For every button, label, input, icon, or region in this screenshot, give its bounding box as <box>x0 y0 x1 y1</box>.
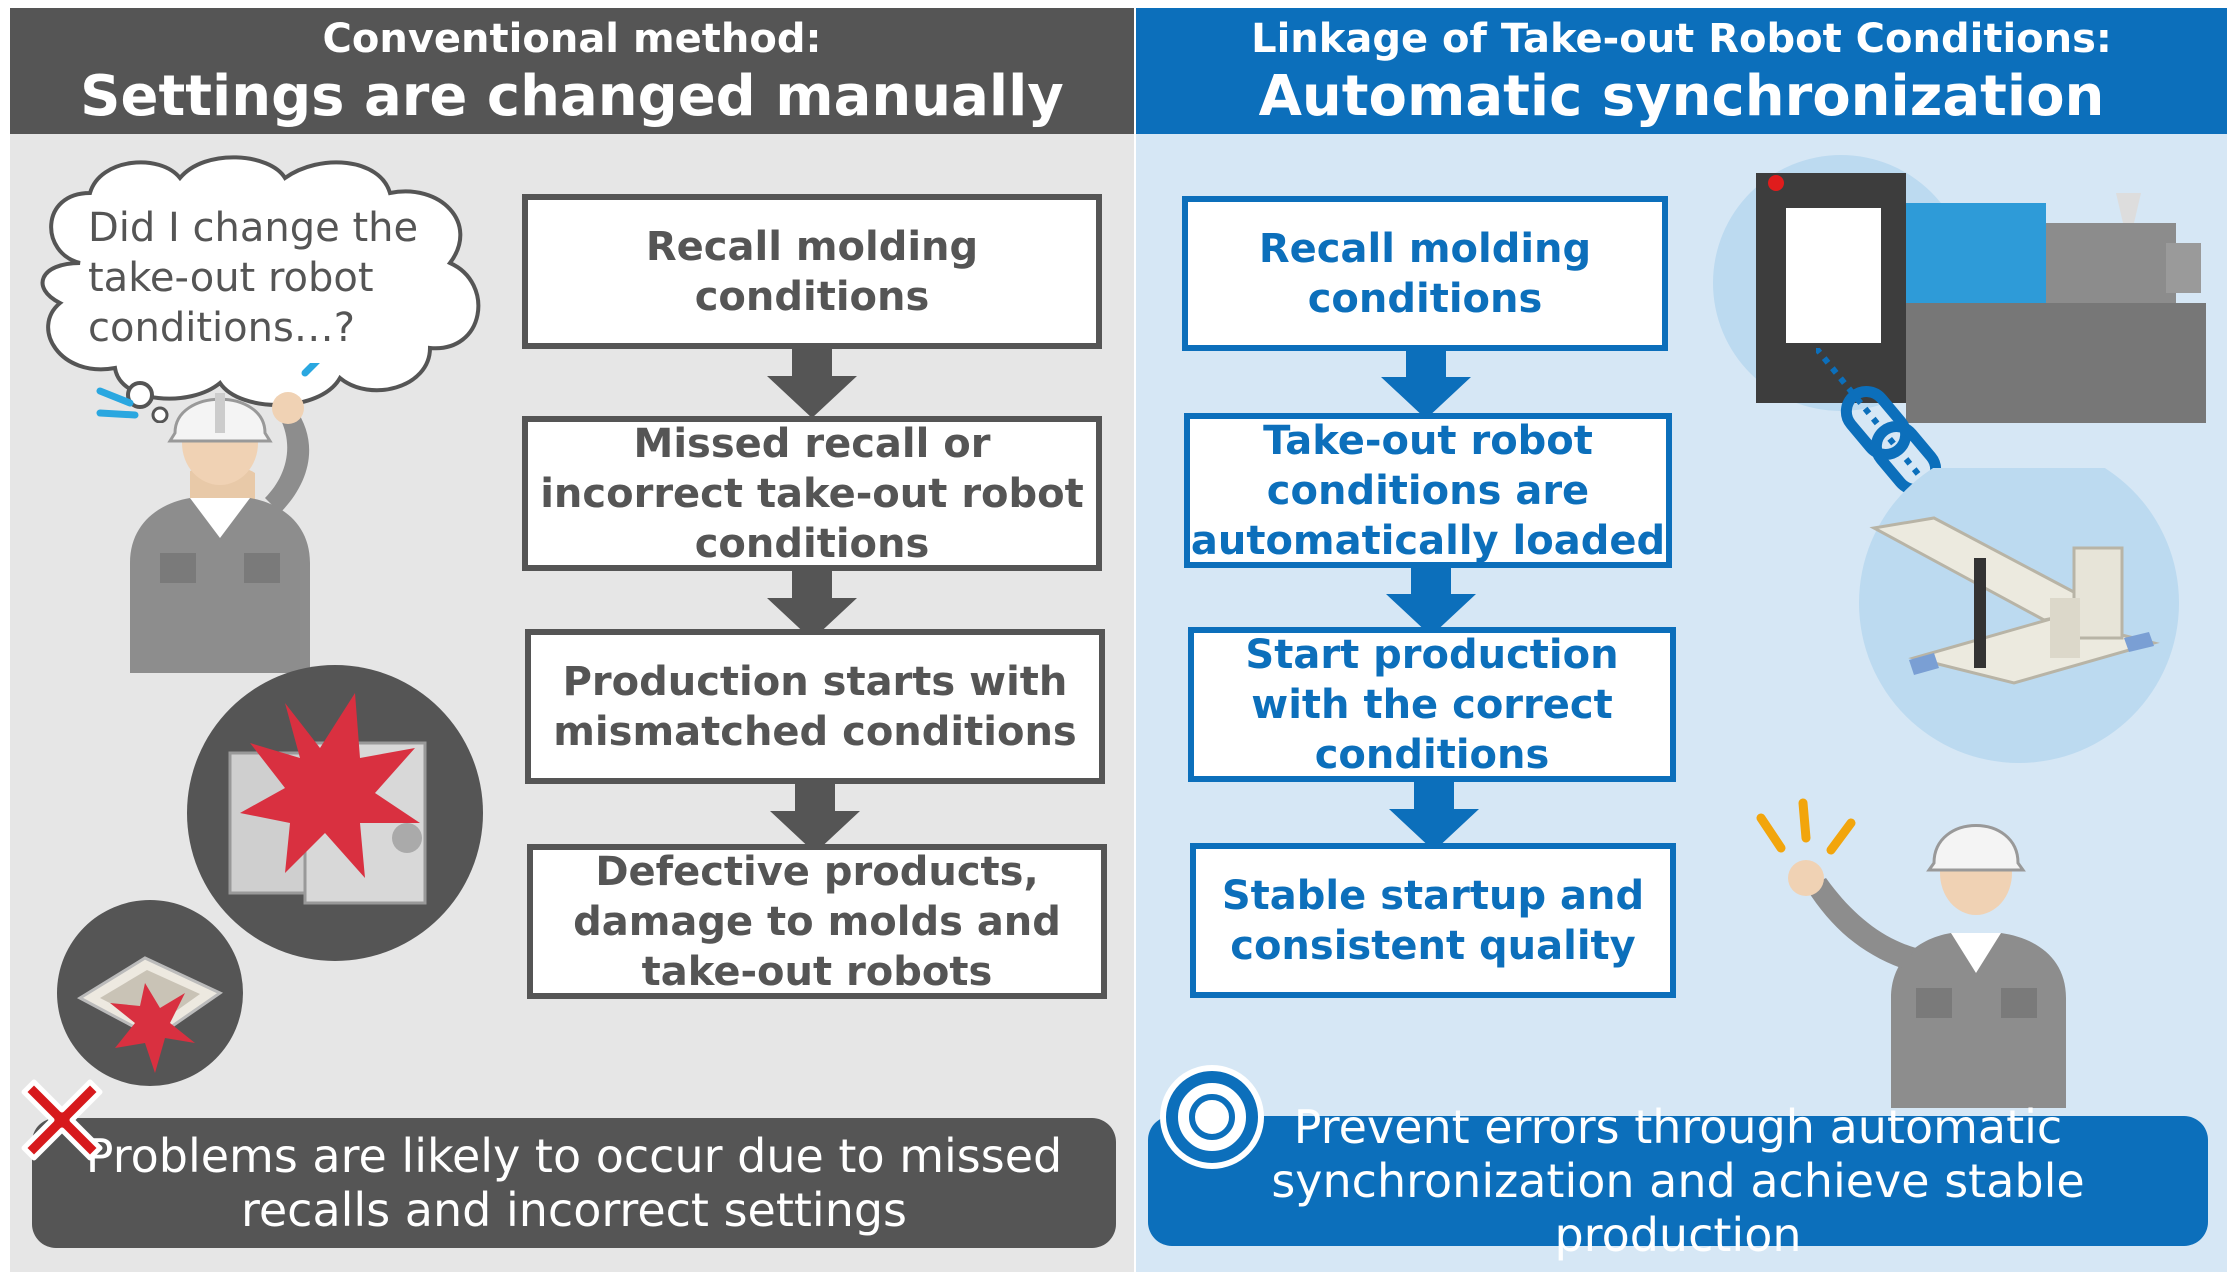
conventional-header-title: Settings are changed manually <box>80 64 1064 129</box>
thought-text: Did I change the take-out robot conditio… <box>88 205 419 351</box>
damaged-mold-icon <box>187 665 483 961</box>
automatic-step-4: Stable startup and consistent quality <box>1190 843 1676 998</box>
conventional-header-subtitle: Conventional method: <box>322 16 822 62</box>
defective-part-icon <box>57 900 243 1086</box>
conventional-arrow-1 <box>767 348 857 418</box>
automatic-header-title: Automatic synchronization <box>1258 64 2105 129</box>
automatic-arrow-1 <box>1381 349 1471 419</box>
automatic-arrow-2 <box>1386 566 1476 636</box>
automatic-header: Linkage of Take-out Robot Conditions: Au… <box>1136 8 2227 134</box>
automatic-conclusion: Prevent errors through automatic synchro… <box>1148 1100 2208 1262</box>
conventional-header: Conventional method: Settings are change… <box>10 8 1134 134</box>
circle-mark-icon <box>1160 1065 1264 1169</box>
automatic-step-3: Start production with the correct condit… <box>1188 627 1676 782</box>
automatic-step-2: Take-out robot conditions are automatica… <box>1184 413 1672 568</box>
molding-machine-icon <box>1713 155 2206 423</box>
automatic-arrow-3 <box>1389 781 1479 851</box>
automatic-step-1: Recall molding conditions <box>1182 196 1668 351</box>
cloud-thought-icon <box>40 155 481 423</box>
cross-mark-icon <box>21 1079 103 1161</box>
conventional-step-3: Production starts with mismatched condit… <box>525 629 1105 784</box>
take-out-robot-icon <box>1859 468 2179 763</box>
conventional-method-panel: Conventional method: Settings are change… <box>10 8 1134 1272</box>
automatic-sync-panel: Linkage of Take-out Robot Conditions: Au… <box>1136 8 2227 1272</box>
conventional-arrow-3 <box>770 783 860 853</box>
conventional-conclusion: Problems are likely to occur due to miss… <box>32 1118 1116 1248</box>
conventional-arrow-2 <box>767 570 857 640</box>
conventional-step-1: Recall molding conditions <box>522 194 1102 349</box>
conventional-step-2: Missed recall or incorrect take-out robo… <box>522 416 1102 571</box>
worker-thumbs-up-icon <box>1756 798 2066 1108</box>
worker-confused-icon <box>96 363 320 673</box>
conventional-step-4: Defective products, damage to molds and … <box>527 844 1107 999</box>
automatic-header-subtitle: Linkage of Take-out Robot Conditions: <box>1251 16 2112 62</box>
